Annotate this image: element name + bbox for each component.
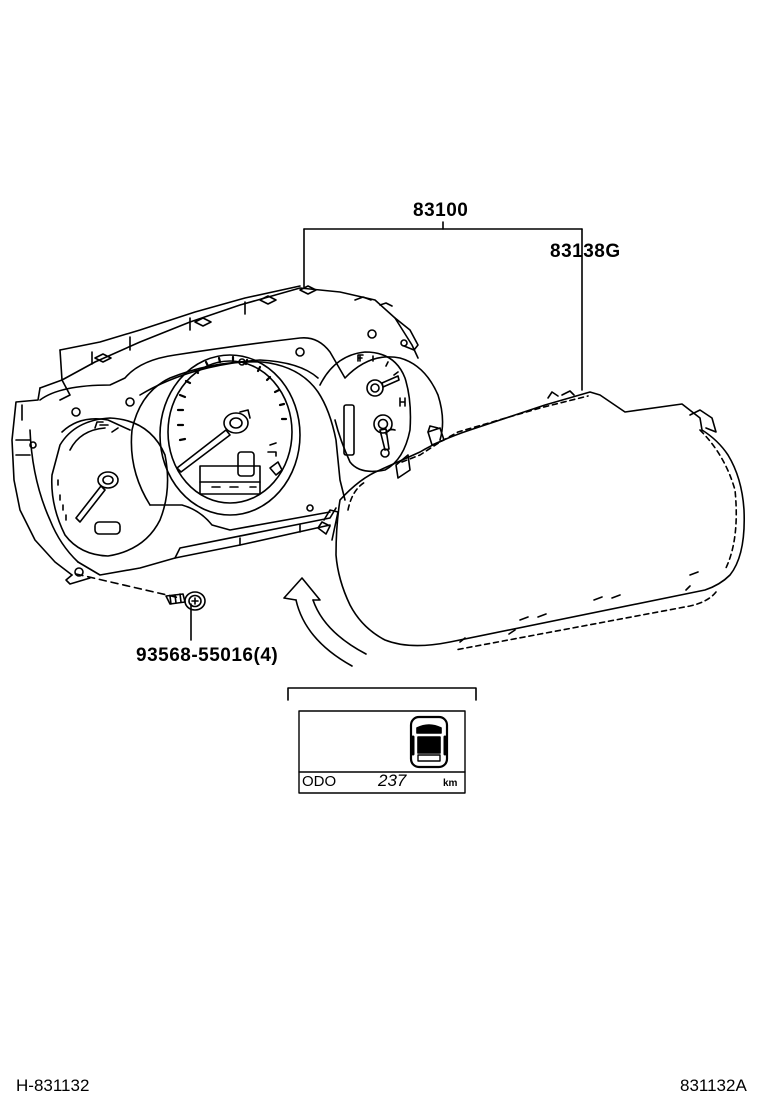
odo-unit: km bbox=[443, 778, 458, 789]
fuel-temp-gauge bbox=[319, 351, 412, 473]
tachometer-dial bbox=[50, 417, 169, 557]
illustration-code-right: 831132A bbox=[680, 1076, 747, 1095]
installation-arrow bbox=[283, 577, 367, 667]
illustration-code-left: H-831132 bbox=[16, 1076, 90, 1095]
housing-clips bbox=[395, 427, 445, 479]
screw-part bbox=[75, 573, 206, 611]
part-label-screw: 93568-55016(4) bbox=[136, 645, 279, 666]
display-inset bbox=[287, 687, 477, 794]
combination-meter-housing bbox=[11, 285, 444, 585]
odo-value: 237 bbox=[378, 771, 407, 790]
leader-lines bbox=[190, 221, 583, 641]
part-label-combination-meter: 83100 bbox=[413, 200, 469, 221]
vehicle-door-status-icon bbox=[409, 715, 449, 769]
part-label-meter-glass: 83138G bbox=[550, 241, 621, 262]
meter-glass-lens bbox=[317, 390, 746, 651]
speedometer-dial bbox=[159, 354, 301, 516]
odo-label: ODO bbox=[302, 773, 337, 790]
